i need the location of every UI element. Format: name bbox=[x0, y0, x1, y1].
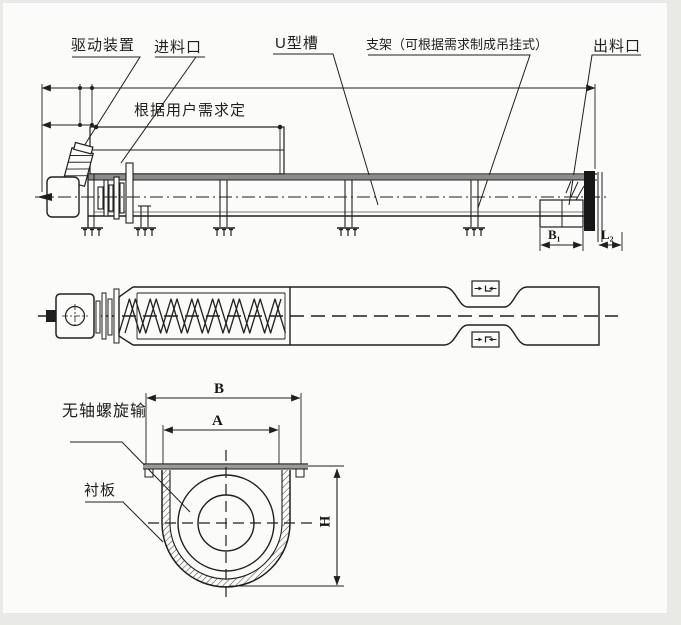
support-legs bbox=[138, 180, 479, 227]
shaft-nub bbox=[46, 310, 56, 322]
closed-trough-section bbox=[289, 286, 600, 346]
callout-leaders bbox=[72, 53, 641, 209]
side-elevation-view bbox=[35, 53, 641, 251]
callout-custom-length: 根据用户需求定 bbox=[134, 102, 247, 119]
inlet-hopper bbox=[89, 126, 285, 175]
callout-inlet: 进料口 bbox=[154, 39, 203, 56]
cross-section-view bbox=[70, 393, 344, 603]
drive-unit bbox=[37, 141, 134, 224]
flange-discs bbox=[97, 162, 134, 224]
callout-support: 支架（可根据需求制成吊挂式） bbox=[366, 37, 549, 52]
callout-shaftless-screw: 无轴螺旋输 bbox=[62, 403, 148, 420]
section-marker-box-top bbox=[471, 280, 500, 297]
flange-discs-top-view bbox=[95, 288, 120, 344]
gearbox-top-view bbox=[55, 293, 95, 339]
trough-body bbox=[87, 173, 597, 228]
callout-outlet: 出料口 bbox=[593, 38, 642, 55]
dim-label-h: H bbox=[317, 515, 334, 528]
foundation-feet bbox=[81, 227, 485, 236]
screw-spiral bbox=[118, 298, 287, 334]
outlet-assembly bbox=[539, 171, 603, 242]
dimension-lines-section bbox=[146, 394, 341, 586]
dim-label-b1: B₁ bbox=[548, 227, 561, 242]
dim-label-a: A bbox=[212, 413, 223, 429]
callout-liner: 衬板 bbox=[84, 482, 117, 499]
callout-u-trough: U型槽 bbox=[275, 35, 319, 52]
dim-label-l2: L₂ bbox=[601, 227, 614, 242]
weld-marks bbox=[565, 180, 585, 201]
extension-lines-section bbox=[145, 393, 344, 587]
plan-view bbox=[38, 280, 618, 348]
callout-drive-device: 驱动装置 bbox=[71, 37, 136, 54]
section-marker-box-bottom bbox=[471, 331, 500, 348]
dim-label-b: B bbox=[214, 381, 225, 397]
